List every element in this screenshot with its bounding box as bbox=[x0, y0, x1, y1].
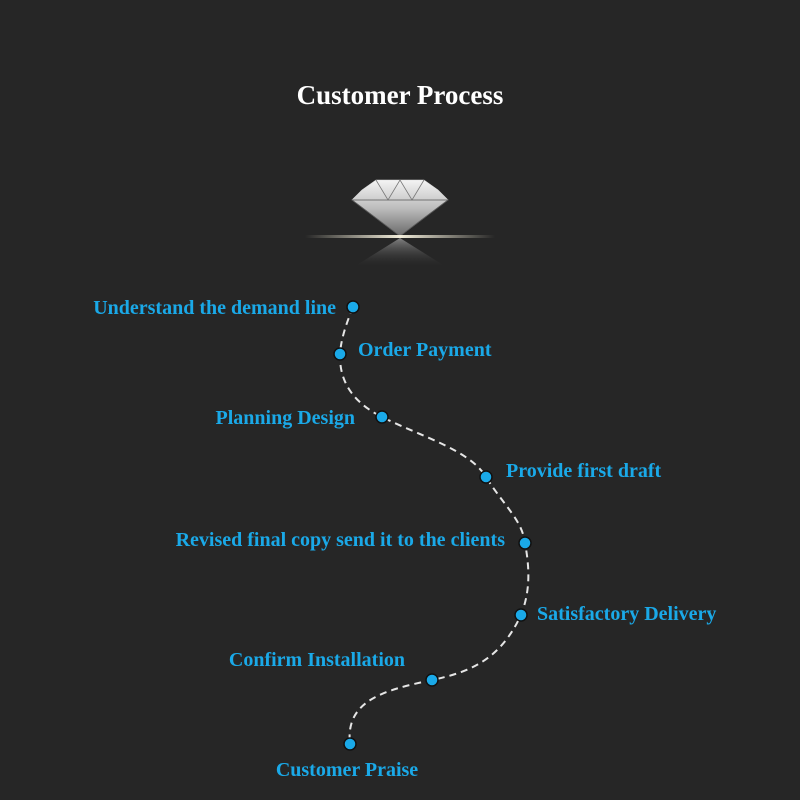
step-dot bbox=[425, 673, 439, 687]
step-dot bbox=[346, 300, 360, 314]
step-label: Revised final copy send it to the client… bbox=[175, 529, 505, 551]
step-label: Planning Design bbox=[215, 407, 355, 429]
step-dot bbox=[343, 737, 357, 751]
diamond-icon bbox=[305, 179, 495, 268]
step-dot bbox=[333, 347, 347, 361]
step-dot bbox=[518, 536, 532, 550]
step-label: Order Payment bbox=[358, 339, 492, 361]
step-dot bbox=[375, 410, 389, 424]
step-dot bbox=[514, 608, 528, 622]
page-title: Customer Process bbox=[296, 80, 504, 110]
step-dot bbox=[479, 470, 493, 484]
step-label: Understand the demand line bbox=[93, 297, 336, 319]
step-label: Customer Praise bbox=[275, 759, 419, 781]
step-label: Provide first draft bbox=[506, 460, 662, 482]
step-label: Satisfactory Delivery bbox=[537, 603, 717, 625]
step-label: Confirm Installation bbox=[228, 649, 405, 671]
